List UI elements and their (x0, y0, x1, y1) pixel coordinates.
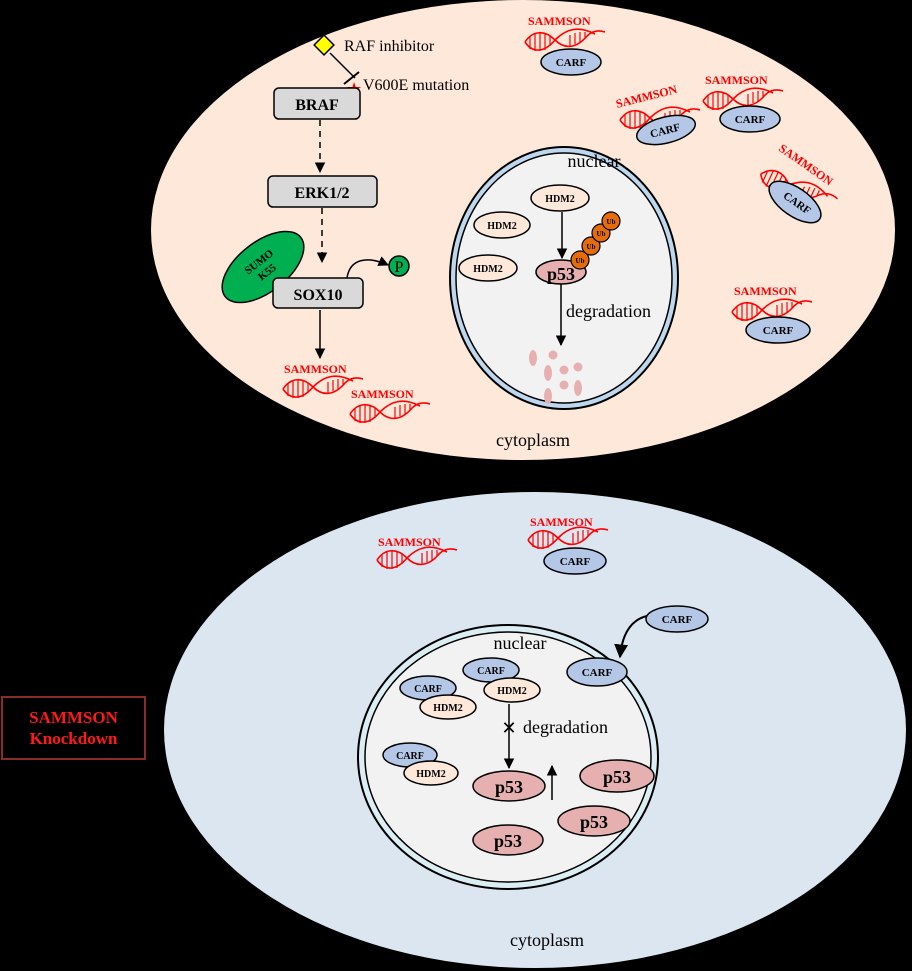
carf-protein (719, 105, 781, 133)
hdm2-label: HDM2 (473, 264, 502, 275)
free-sammson-rna: SAMMSON (376, 535, 458, 570)
sammson-label: SAMMSON (705, 73, 768, 87)
cytoplasm-label: cytoplasm (510, 930, 584, 950)
degradation-label: degradation (523, 717, 608, 737)
carf-hdm2-complex: CARF HDM2 (462, 657, 541, 703)
hdm2-protein (458, 254, 518, 282)
carf-hdm2-complex: CARF HDM2 (399, 675, 477, 720)
carf-label: CARF (556, 57, 587, 69)
carf-label: CARF (662, 614, 693, 626)
braf-label: BRAF (295, 97, 339, 114)
knockdown-line1: SAMMSON (29, 708, 118, 727)
phospho-circle (388, 255, 410, 277)
sammson-label: SAMMSON (378, 535, 441, 549)
hdm2-label: HDM2 (416, 769, 445, 780)
sammson-carf-complex: SAMMSON CARF (527, 515, 609, 575)
blocked-x-icon: ✕ (501, 718, 516, 739)
carf-label: CARF (396, 751, 424, 762)
p53-label: p53 (495, 777, 523, 797)
phosphorylation-arrow (346, 256, 389, 279)
sammson-knockdown-label-box: SAMMSON Knockdown (1, 696, 146, 760)
braf-box (273, 87, 361, 120)
hdm2-label: HDM2 (433, 703, 462, 714)
sammson-label: SAMMSON (351, 387, 414, 401)
hdm2-label: HDM2 (497, 686, 526, 697)
raf-inhibitor-icon (313, 34, 335, 56)
carf-protein (768, 180, 822, 224)
sammson-carf-complex: SAMMSON CARF (731, 284, 813, 344)
p53-label: p53 (603, 767, 631, 787)
inhibition-line (329, 52, 356, 79)
carf-protein (635, 114, 697, 146)
raf-inhibitor-label: RAF inhibitor (344, 38, 435, 55)
p53-protein (472, 824, 544, 856)
hdm2-label: HDM2 (545, 194, 574, 205)
p53-label: p53 (547, 264, 575, 284)
p53-protein (557, 805, 631, 837)
sammson-label: SAMMSON (528, 14, 591, 28)
nucleus-label: nuclear (494, 633, 547, 653)
carf-label: CARF (763, 325, 794, 337)
mutation-label: V600E mutation (363, 77, 469, 94)
carf-protein (645, 605, 709, 633)
carf-protein (745, 316, 811, 344)
knockdown-line2: Knockdown (29, 729, 118, 748)
sammson-label: SAMMSON (530, 515, 593, 529)
hdm2-label: HDM2 (487, 221, 516, 232)
hdm2-protein (473, 211, 531, 239)
degradation-label: degradation (566, 301, 651, 321)
p53-fragments (529, 350, 583, 404)
carf-hdm2-complex: CARF HDM2 (382, 742, 459, 786)
sammson-carf-complex: SAMMSON CARF (524, 14, 606, 76)
p53-protein (472, 770, 546, 802)
carf-protein (566, 657, 628, 687)
p53-label: p53 (580, 812, 608, 832)
sox10-label: SOX10 (294, 287, 343, 304)
cytoplasm-label: cytoplasm (496, 430, 570, 450)
phospho-label: P (395, 259, 404, 276)
inhibition-bar (343, 71, 360, 85)
sammson-label: SAMMSON (284, 362, 347, 376)
ub-label: Ub (587, 243, 596, 251)
carf-protein (540, 48, 602, 76)
nucleus-label: nuclear (568, 151, 621, 171)
carf-protein (543, 547, 607, 575)
ub-label: Ub (576, 257, 585, 265)
carf-label: CARF (582, 667, 613, 679)
carf-label: CARF (414, 684, 442, 695)
p53-label: p53 (494, 831, 522, 851)
carf-import-arrow (614, 615, 648, 659)
sammson-carf-complex: SAMMSON CARF (702, 73, 784, 133)
sox10-box (272, 277, 364, 309)
sammson-label: SAMMSON (734, 284, 797, 298)
ub-label: Ub (607, 218, 616, 226)
erk-box (267, 175, 378, 208)
carf-label: CARF (560, 556, 591, 568)
hdm2-protein (530, 184, 590, 212)
ub-label: Ub (597, 230, 606, 238)
p53-protein (579, 759, 655, 793)
erk-label: ERK1/2 (294, 185, 349, 202)
ubiquitin-chain: Ub Ub Ub Ub (570, 211, 621, 270)
carf-label: CARF (477, 666, 505, 677)
carf-label: CARF (735, 114, 766, 126)
